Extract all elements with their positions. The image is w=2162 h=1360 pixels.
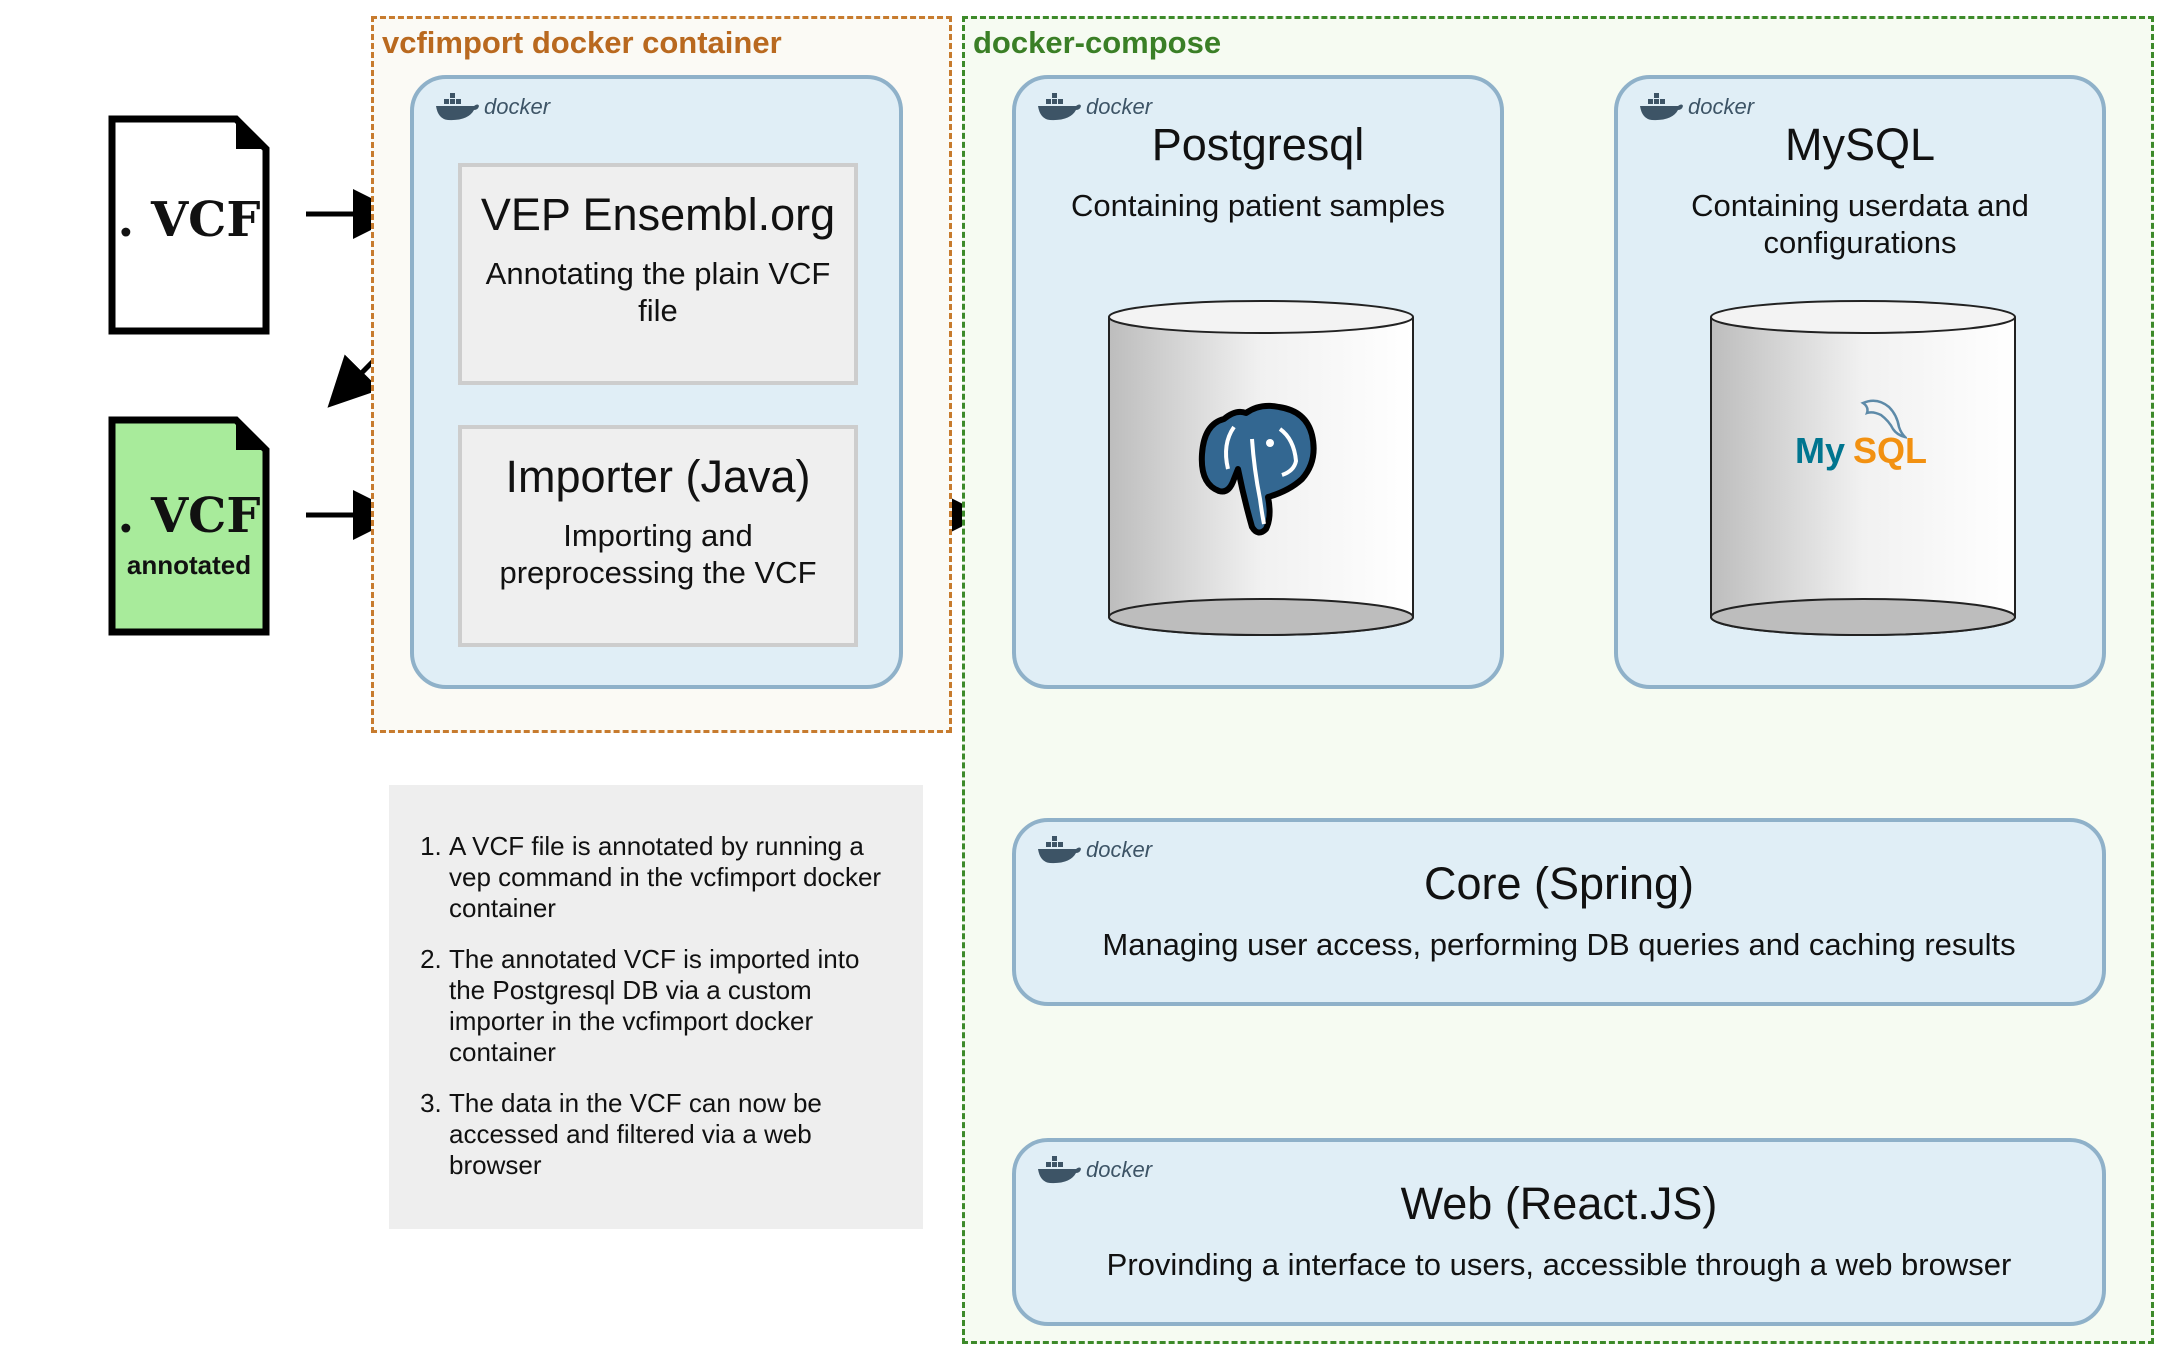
docker-compose-group-label: docker-compose [973,25,1222,60]
importer-title: Importer (Java) [505,451,811,502]
docker-whale-icon [1038,93,1081,121]
step-item: A VCF file is annotated by running a vep… [449,831,899,924]
vcfimport-container: docker VEP Ensembl.org Annotating the pl… [410,75,903,689]
vep-title: VEP Ensembl.org [480,189,836,240]
mysql-desc: Containing userdata and configurations [1691,188,2029,260]
docker-whale-icon [1038,836,1081,864]
postgresql-title: Postgresql [1151,119,1365,170]
web-container: docker Web (React.JS) Provinding a inter… [1012,1138,2106,1326]
docker-badge: docker [1638,93,1754,121]
docker-badge: docker [434,93,550,121]
docker-whale-icon [1640,93,1683,121]
docker-badge: docker [1036,836,1152,864]
step-item: The data in the VCF can now be accessed … [449,1088,899,1181]
docker-badge-text: docker [1086,837,1153,862]
docker-badge-text: docker [1086,1157,1153,1182]
core-desc: Managing user access, performing DB quer… [1102,927,2016,962]
annotated-sublabel: annotated [126,550,252,580]
mysql-title: MySQL [1784,119,1936,170]
document-icon [108,416,270,636]
dolphin-icon [1860,399,1907,439]
vep-box: VEP Ensembl.org Annotating the plain VCF… [458,163,858,385]
docker-whale-icon [1038,1156,1081,1184]
mysql-wordmark: My SQL [1795,430,1927,471]
mysql-wordmark-sql: SQL [1853,430,1927,471]
steps-note: A VCF file is annotated by running a vep… [389,785,923,1229]
postgresql-container: docker Postgresql Containing patient sam… [1012,75,1504,689]
web-desc: Provinding a interface to users, accessi… [1106,1247,2012,1282]
importer-desc: Importing and preprocessing the VCF [499,518,817,590]
vcfimport-group-label: vcfimport docker container [382,25,782,60]
vcf-file-icon: . VCF [108,115,270,335]
vcf-label: . VCF [117,192,261,248]
mysql-container: docker MySQL Containing userdata and con… [1614,75,2106,689]
docker-badge-text: docker [1688,94,1755,119]
annotated-vcf-label: . VCF [117,488,261,544]
vep-desc: Annotating the plain VCF file [485,256,831,328]
core-title: Core (Spring) [1423,858,1695,909]
docker-badge-text: docker [484,94,551,119]
steps-list: A VCF file is annotated by running a vep… [389,831,923,1201]
docker-whale-icon [436,93,479,121]
docker-badge: docker [1036,93,1152,121]
postgresql-desc: Containing patient samples [1071,188,1445,223]
docker-badge: docker [1036,1156,1152,1184]
document-icon [108,115,270,335]
core-container: docker Core (Spring) Managing user acces… [1012,818,2106,1006]
importer-box: Importer (Java) Importing and preprocess… [458,425,858,647]
web-title: Web (React.JS) [1400,1178,1718,1229]
mysql-wordmark-my: My [1795,430,1845,471]
docker-badge-text: docker [1086,94,1153,119]
mysql-logo-icon: My SQL [1793,397,1933,477]
step-item: The annotated VCF is imported into the P… [449,944,899,1068]
postgresql-elephant-icon [1198,402,1317,536]
database-cylinder-icon [1710,300,2016,636]
annotated-vcf-file-icon: . VCF annotated [108,416,270,636]
